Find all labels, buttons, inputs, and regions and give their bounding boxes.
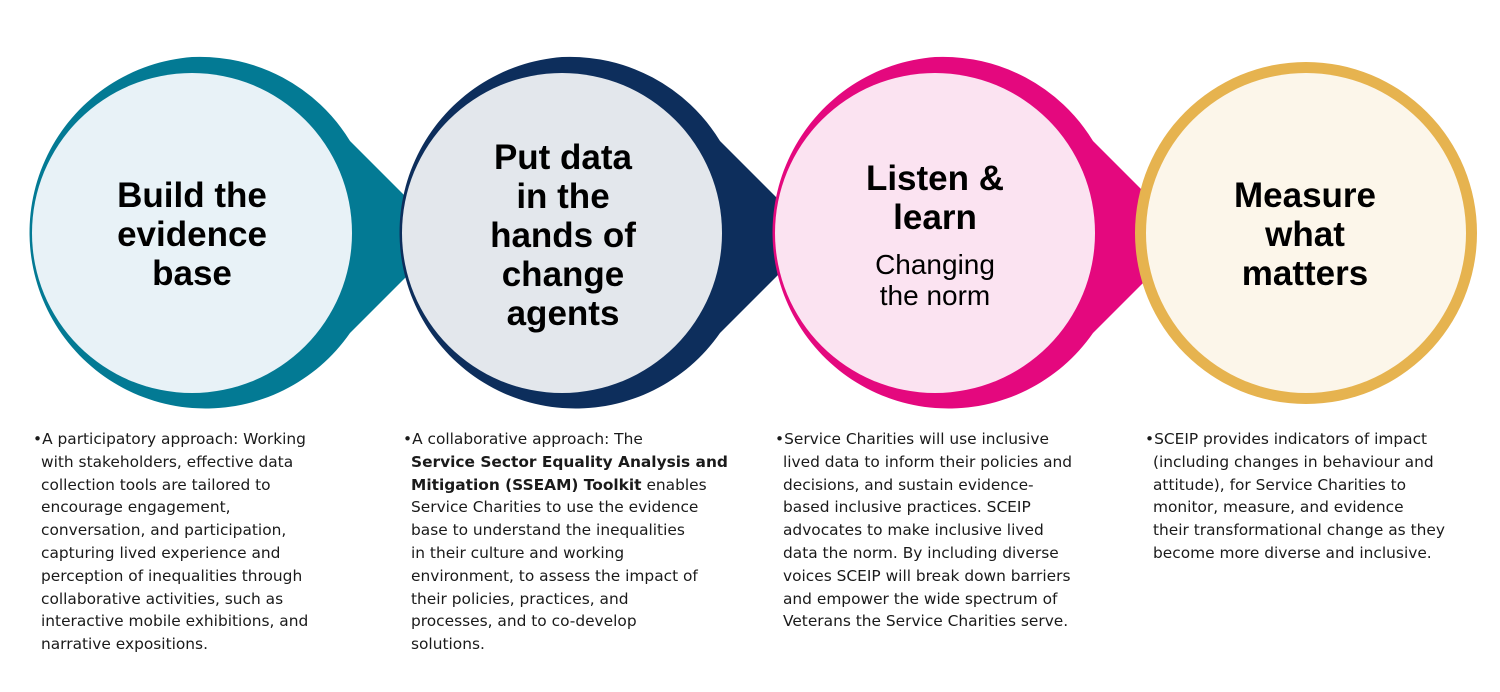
stage-3-title-line: Listen & (865, 159, 1005, 198)
stage-3-subtitle: Changing the norm (805, 249, 1065, 311)
description-line: lived data to inform their policies and (783, 452, 1073, 471)
description-line: attitude), for Service Charities to (1153, 475, 1407, 494)
description-line: base to understand the inequalities (411, 521, 685, 540)
stage-2-circle (399, 56, 816, 409)
description-line: their policies, practices, and (411, 589, 629, 608)
description-line: •A participatory approach: Working (33, 430, 306, 448)
stage-2-title-line: hands of (490, 216, 636, 255)
description-line: solutions. (411, 635, 485, 654)
stage-2-title-line: Put data (493, 138, 633, 177)
stage-3-subtitle-line: Changing (875, 249, 995, 280)
description-line: decisions, and sustain evidence- (783, 475, 1034, 494)
description-line: narrative expositions. (41, 635, 208, 654)
description-line: •Service Charities will use inclusive (775, 430, 1049, 448)
description-line: capturing lived experience and (41, 543, 281, 562)
description-line: collection tools are tailored to (41, 475, 271, 494)
toolkit-name: Mitigation (SSEAM) Toolkit (411, 475, 642, 494)
stage-2-title-line: change (501, 255, 625, 294)
stage-4-title-line: what (1265, 215, 1345, 254)
description-line: Mitigation (SSEAM) Toolkit enables (403, 474, 743, 497)
stage-shapes (29, 56, 1477, 409)
description-line: in their culture and working (411, 543, 625, 562)
stage-4-description: •SCEIP provides indicators of impact (in… (1145, 428, 1490, 565)
description-line: Veterans the Service Charities serve. (783, 612, 1069, 631)
description-line: collaborative activities, such as (41, 589, 284, 608)
description-line: interactive mobile exhibitions, and (41, 612, 309, 631)
stage-4-title: Measure what matters (1175, 176, 1435, 293)
stage-3-title: Listen & learn (805, 159, 1065, 237)
stage-2-description: •A collaborative approach: The Service S… (403, 428, 743, 656)
stage-1-title-line: Build the (117, 176, 267, 215)
stage-3-title-line: learn (893, 198, 977, 237)
stage-3-subtitle-line: the norm (879, 280, 991, 311)
description-line: based inclusive practices. SCEIP (783, 498, 1031, 517)
description-line: (including changes in behaviour and (1153, 452, 1434, 471)
stage-4-title-line: Measure (1233, 176, 1377, 215)
stage-2-title-line: agents (506, 294, 620, 333)
description-line: voices SCEIP will break down barriers (783, 566, 1071, 585)
description-line: encourage engagement, (41, 498, 231, 517)
description-line: with stakeholders, effective data (41, 452, 294, 471)
stage-1-title-line: base (152, 254, 232, 293)
stage-1-description: •A participatory approach: Working with … (33, 428, 363, 656)
description-line: advocates to make inclusive lived (783, 521, 1044, 540)
description-line: become more diverse and inclusive. (1153, 543, 1432, 562)
stage-1-title-line: evidence (117, 215, 267, 254)
description-line: environment, to assess the impact of (411, 566, 698, 585)
description-text: enables (641, 475, 707, 494)
description-line: data the norm. By including diverse (783, 543, 1059, 562)
stage-1-circle (29, 56, 446, 409)
stage-2-title-line: in the (516, 177, 610, 216)
description-line: and empower the wide spectrum of (783, 589, 1058, 608)
description-line: •SCEIP provides indicators of impact (1145, 430, 1428, 448)
description-line: Service Sector Equality Analysis and (403, 451, 743, 474)
description-line: processes, and to co-develop (411, 612, 637, 631)
stage-1-title: Build the evidence base (62, 176, 322, 293)
description-line: perception of inequalities through (41, 566, 303, 585)
stage-4-title-line: matters (1241, 254, 1369, 293)
description-line: monitor, measure, and evidence (1153, 498, 1404, 517)
stage-3-circle (772, 56, 1189, 409)
description-line: their transformational change as they (1153, 521, 1445, 540)
description-line: •A collaborative approach: The (403, 430, 643, 448)
description-line: conversation, and participation, (41, 521, 287, 540)
stage-4-circle (1135, 62, 1477, 404)
description-line: Service Charities to use the evidence (411, 498, 699, 517)
stage-2-title: Put data in the hands of change agents (433, 138, 693, 333)
toolkit-name: Service Sector Equality Analysis and (411, 452, 728, 471)
stage-3-description: •Service Charities will use inclusive li… (775, 428, 1115, 633)
